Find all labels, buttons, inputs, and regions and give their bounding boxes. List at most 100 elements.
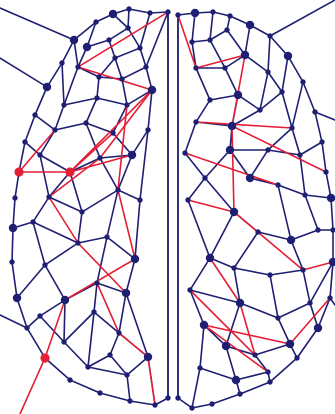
connection-line (200, 368, 236, 380)
connection-line (331, 198, 333, 230)
connection-line (19, 130, 55, 172)
connection-line (245, 25, 250, 55)
connection-line (82, 190, 118, 212)
network-node (230, 208, 238, 216)
connection-line (225, 68, 238, 95)
network-node (227, 13, 232, 18)
network-node (9, 259, 14, 264)
network-node (148, 86, 156, 94)
red-node (40, 353, 49, 362)
network-node (236, 299, 244, 307)
network-node (106, 37, 111, 42)
connection-line (70, 172, 82, 212)
network-node (294, 355, 299, 360)
connection-line (270, 270, 303, 275)
network-node (70, 36, 78, 44)
network-node (193, 65, 198, 70)
network-node (191, 9, 199, 17)
network-node (286, 340, 294, 348)
connection-line (303, 270, 310, 303)
network-node (116, 330, 121, 335)
connection-line (205, 178, 234, 212)
connection-line (148, 90, 152, 130)
network-node (237, 391, 242, 396)
network-node (104, 234, 109, 239)
connection-line (210, 30, 227, 40)
connection-line (0, 8, 74, 40)
network-node (228, 122, 236, 130)
network-node (202, 175, 207, 180)
connection-line (70, 380, 100, 393)
network-node (37, 152, 42, 157)
connection-line (115, 58, 122, 79)
connection-line (210, 212, 234, 258)
connection-line (292, 128, 300, 155)
connection-line (196, 100, 210, 122)
connection-line (288, 56, 303, 82)
network-node (126, 6, 131, 11)
network-node (110, 130, 115, 135)
network-node (210, 9, 215, 14)
connection-line (12, 262, 17, 298)
network-node (131, 255, 139, 263)
connection-line (192, 13, 195, 42)
network-node (257, 107, 262, 112)
network-node (265, 69, 270, 74)
connection-line (245, 55, 268, 72)
connection-line (107, 190, 118, 237)
network-node (246, 174, 254, 182)
network-node (24, 325, 29, 330)
network-node (265, 147, 270, 152)
network-node (83, 120, 88, 125)
network-node (9, 224, 17, 232)
connection-line (240, 303, 278, 318)
network-node (330, 227, 335, 232)
network-node (96, 74, 101, 79)
connection-line (45, 265, 65, 300)
network-node (315, 227, 320, 232)
connection-line (0, 58, 47, 87)
connection-line (234, 232, 258, 268)
connection-line (140, 13, 150, 48)
network-node (107, 352, 112, 357)
connection-line (210, 95, 238, 100)
network-node (189, 405, 194, 410)
connection-line (185, 153, 278, 185)
network-node (307, 300, 312, 305)
connection-line (88, 312, 94, 367)
network-node (246, 21, 254, 29)
network-node (93, 19, 98, 24)
network-node (267, 272, 272, 277)
network-node (67, 377, 72, 382)
connection-line (27, 328, 45, 358)
connection-line (268, 36, 270, 72)
network-node (42, 262, 47, 267)
network-node (206, 254, 214, 262)
connection-line (190, 290, 204, 325)
network-node (209, 401, 214, 406)
connection-line (270, 358, 297, 382)
network-node (197, 365, 202, 370)
connection-line (64, 98, 97, 105)
network-node (122, 289, 130, 297)
network-node (52, 127, 57, 132)
connection-line (188, 178, 205, 200)
network-node (265, 369, 270, 374)
network-node (61, 296, 69, 304)
connection-line (278, 185, 305, 195)
network-node (109, 10, 117, 18)
network-node (312, 109, 317, 114)
connection-line (33, 222, 45, 265)
connection-line (192, 368, 200, 408)
network-node (79, 209, 84, 214)
network-node (83, 43, 91, 51)
connection-line (86, 98, 97, 123)
connection-line (236, 372, 268, 380)
connection-line (234, 268, 270, 275)
connection-line (318, 298, 330, 328)
connection-line (226, 346, 236, 380)
network-node (252, 352, 257, 357)
network-node (267, 379, 272, 384)
network-node (147, 10, 152, 15)
connection-line (78, 67, 152, 90)
